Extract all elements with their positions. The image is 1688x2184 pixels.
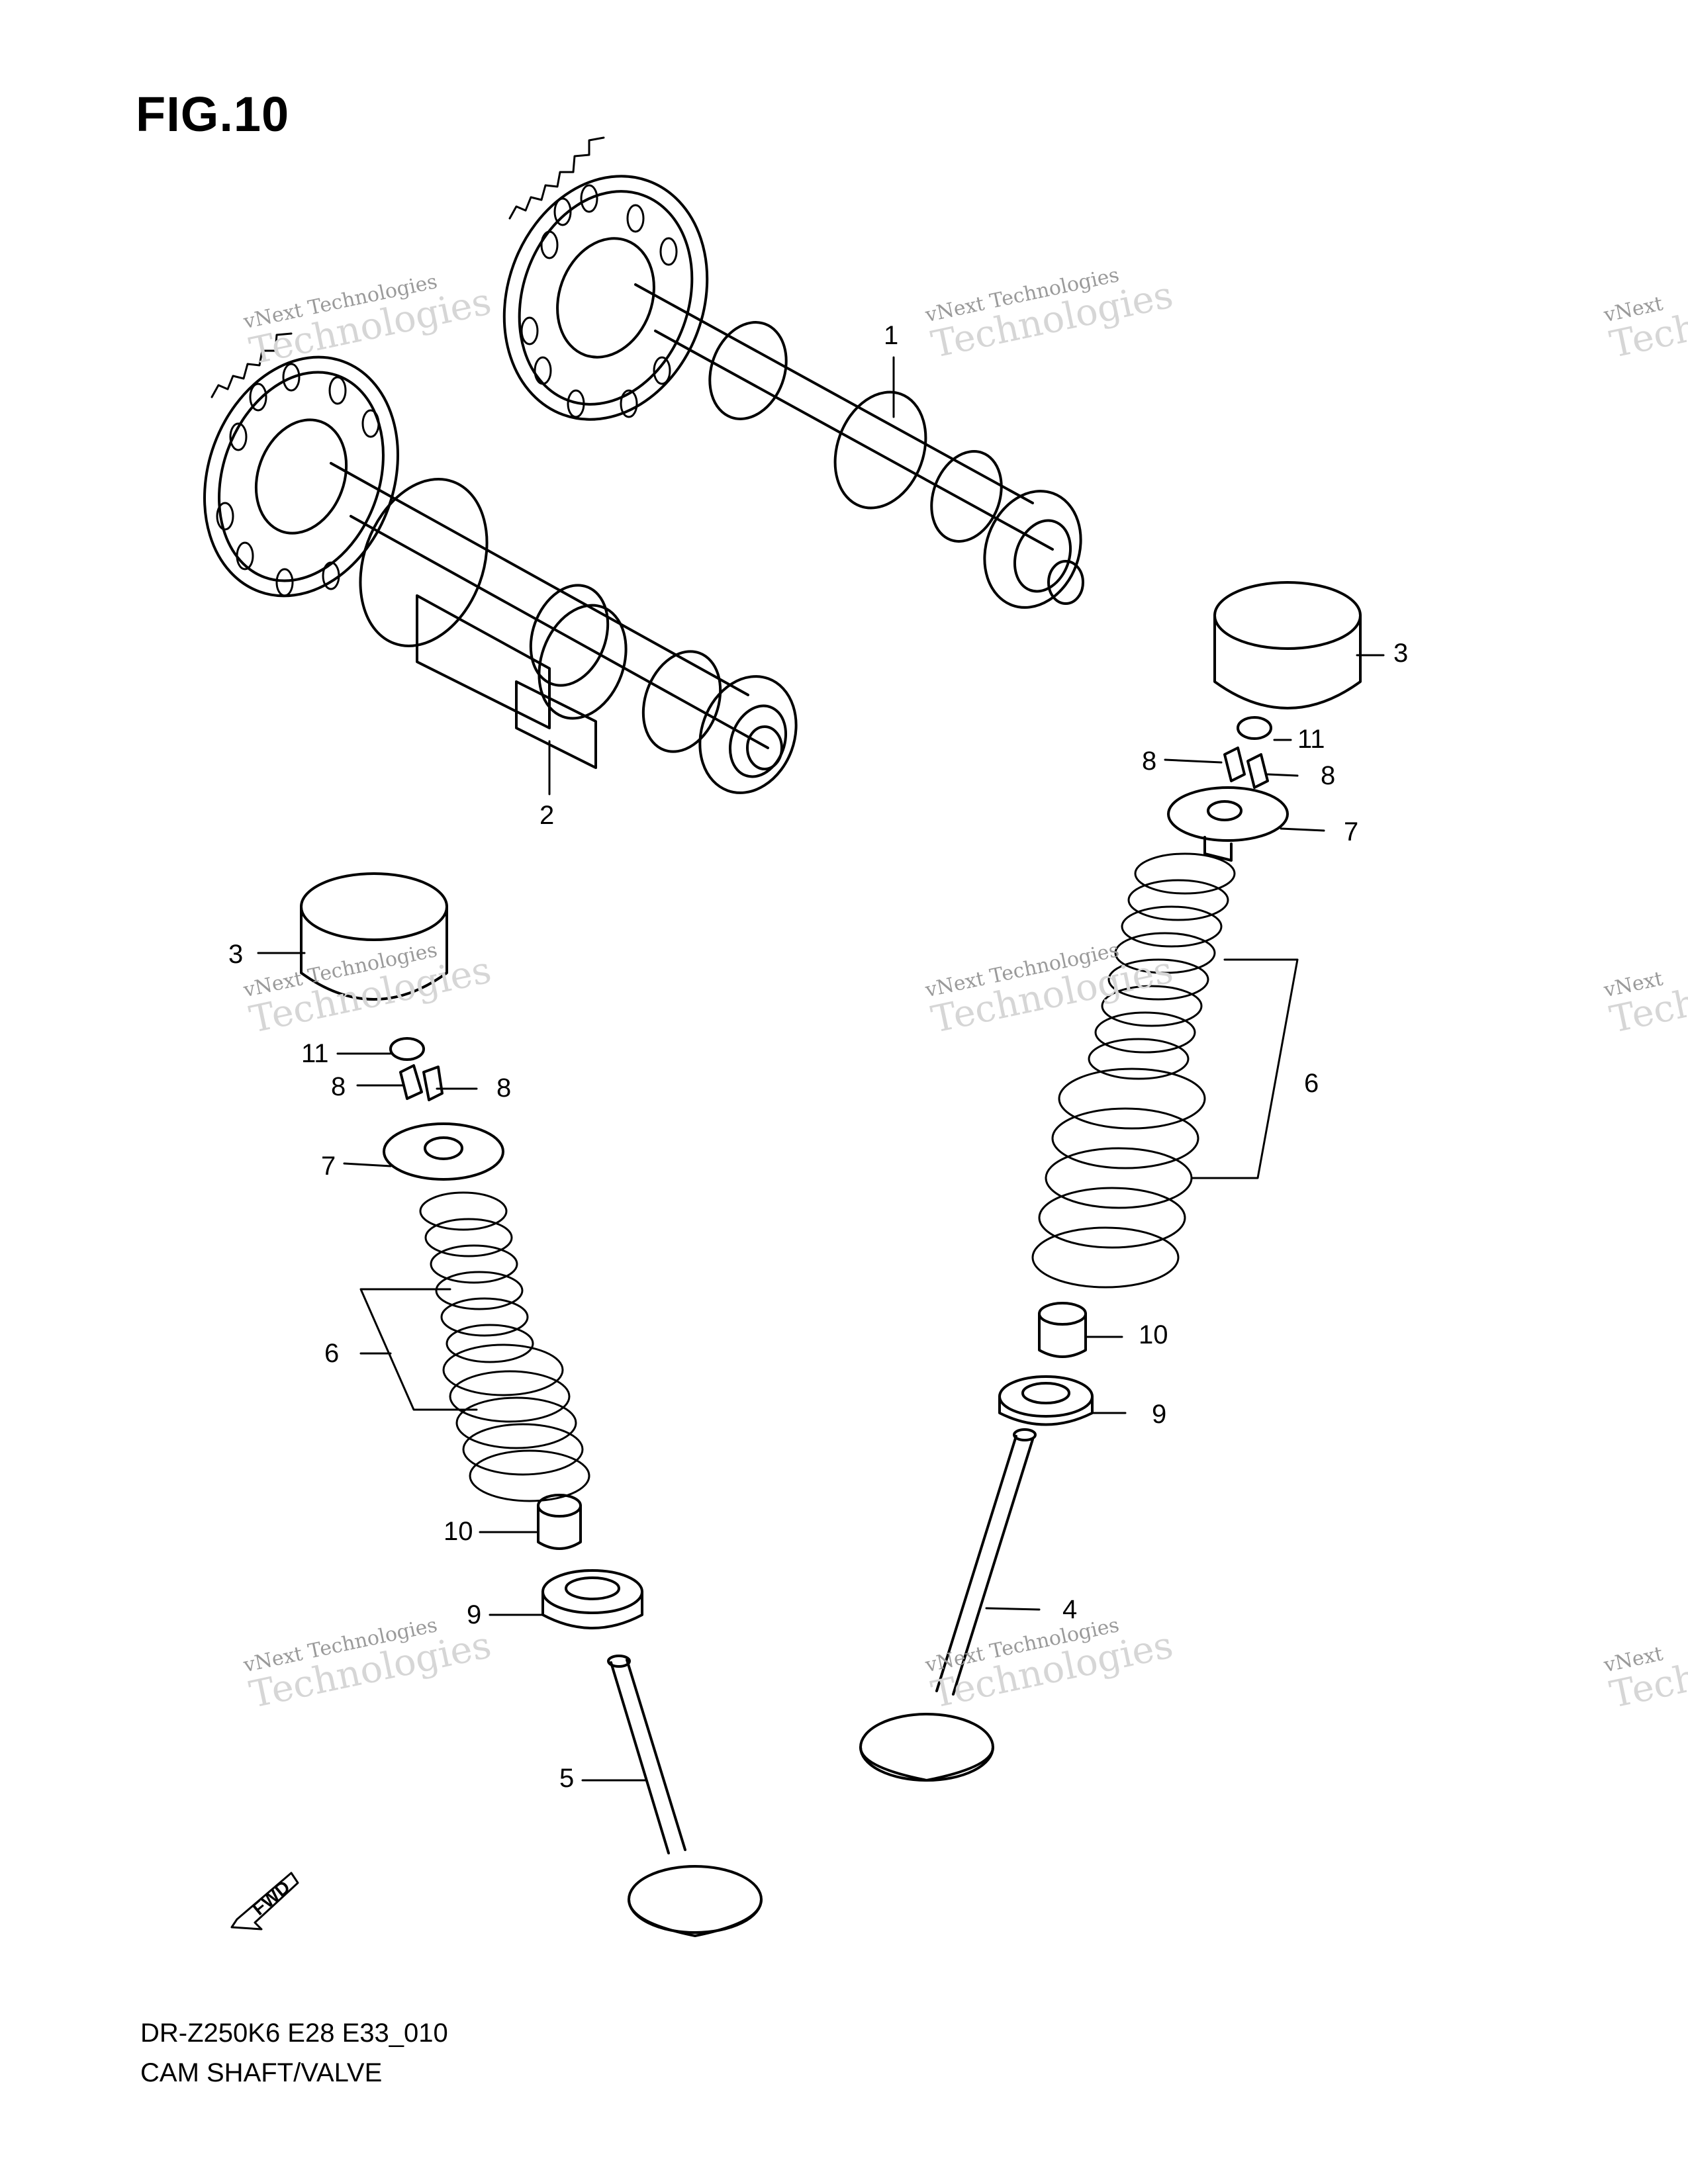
- valve-assembly-right-drawing: [859, 581, 1362, 1782]
- callout-11: 11: [301, 1039, 329, 1068]
- callout-11: 11: [1297, 725, 1325, 754]
- valve-assembly-left-drawing: [300, 872, 763, 1937]
- callout-8: 8: [1321, 761, 1336, 790]
- callout-9: 9: [467, 1600, 482, 1629]
- callout-8: 8: [1142, 747, 1157, 776]
- callout-1: 1: [884, 321, 899, 350]
- camshaft-1-drawing: [502, 136, 1084, 609]
- fwd-arrow-icon: [230, 1872, 299, 1931]
- callout-6: 6: [324, 1339, 340, 1368]
- callout-4: 4: [1062, 1595, 1078, 1624]
- figure-title: FIG.10: [136, 87, 290, 142]
- callout-10: 10: [1139, 1320, 1168, 1349]
- callout-8: 8: [496, 1073, 512, 1103]
- callout-2: 2: [539, 801, 555, 830]
- callout-9: 9: [1152, 1400, 1167, 1429]
- leader-lines: [257, 356, 1385, 1782]
- callout-3: 3: [1393, 639, 1409, 668]
- callout-8: 8: [331, 1072, 346, 1101]
- callout-5: 5: [559, 1764, 575, 1793]
- diagram-caption: CAM SHAFT/VALVE: [140, 2058, 383, 2087]
- callout-10: 10: [444, 1517, 473, 1546]
- callout-7: 7: [321, 1152, 336, 1181]
- diagram-code: DR-Z250K6 E28 E33_010: [140, 2019, 448, 2048]
- callout-6: 6: [1304, 1069, 1319, 1098]
- callout-3: 3: [228, 940, 244, 969]
- callout-7: 7: [1344, 817, 1359, 846]
- camshaft-2-drawing: [203, 332, 798, 794]
